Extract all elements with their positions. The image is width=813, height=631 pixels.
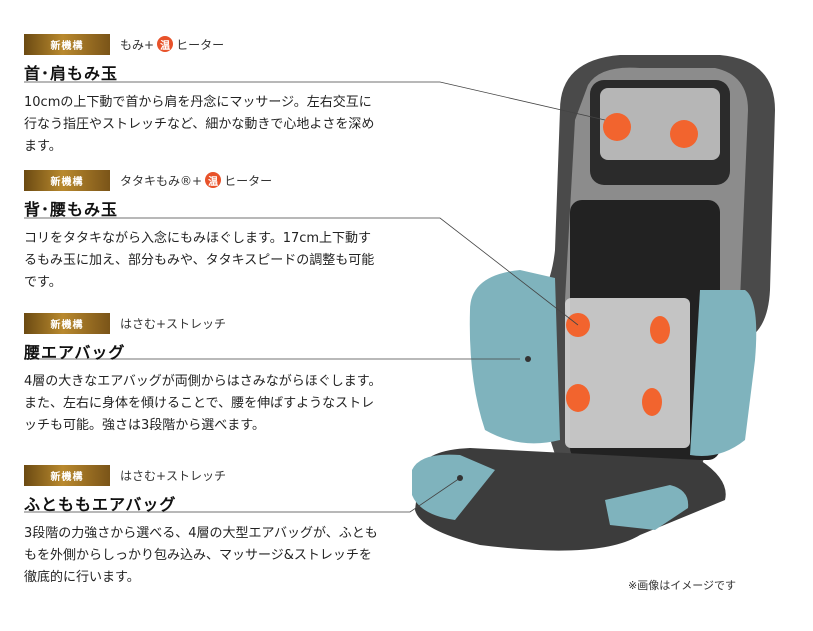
new-mechanism-badge: 新機構 <box>24 312 110 334</box>
new-mechanism-badge: 新機構 <box>24 464 110 486</box>
section-title: 腰エアバッグ <box>24 343 126 362</box>
feature-label: タタキもみ®+ 温 ヒーター <box>120 172 273 188</box>
section-title: 背･腰もみ玉 <box>24 200 119 219</box>
heat-icon: 温 <box>157 36 174 52</box>
new-mechanism-badge: 新機構 <box>24 33 110 55</box>
feature-label: もみ+ 温 ヒーター <box>120 36 225 52</box>
feature-label: はさむ+ストレッチ <box>120 316 227 331</box>
back-ball-2 <box>650 316 670 344</box>
section-description: 3段階の力強さから選べる、4層の大型エアバッグが、ふとももを外側からしっかり包み… <box>24 526 378 585</box>
neck-ball-right <box>670 120 698 148</box>
section-back-waist: 新機構 タタキもみ®+ 温 ヒーター 背･腰もみ玉 コリをタタキながら入念にもみ… <box>24 169 384 294</box>
thigh-airbag-right <box>605 485 689 530</box>
section-description: 4層の大きなエアバッグが両側からはさみながらほぐします。また、左右に身体を傾ける… <box>24 374 382 433</box>
back-ball-4 <box>642 388 662 416</box>
section-waist-airbag: 新機構 はさむ+ストレッチ 腰エアバッグ 4層の大きなエアバッグが両側からはさみ… <box>24 312 384 437</box>
section-title: ふとももエアバッグ <box>24 495 177 514</box>
section-description: 10cmの上下動で首から肩を丹念にマッサージ。左右交互に行なう指圧やストレッチな… <box>24 95 375 154</box>
image-note: ※画像はイメージです <box>628 579 736 592</box>
heat-icon: 温 <box>205 172 222 188</box>
neck-ball-left <box>603 113 631 141</box>
section-neck-shoulder: 新機構 もみ+ 温 ヒーター 首･肩もみ玉 10cmの上下動で首から肩を丹念にマ… <box>24 33 384 158</box>
leader-line-1 <box>24 81 606 121</box>
thigh-airbag-left <box>412 454 495 520</box>
waist-airbag-right <box>690 290 757 456</box>
section-title: 首･肩もみ玉 <box>24 64 119 83</box>
back-ball-3 <box>566 384 590 412</box>
leader-line-4 <box>24 477 461 513</box>
waist-airbag-left <box>469 270 560 444</box>
section-thigh-airbag: 新機構 はさむ+ストレッチ ふとももエアバッグ 3段階の力強さから選べる、4層の… <box>24 464 384 589</box>
leader-line-2 <box>24 217 579 326</box>
feature-label: はさむ+ストレッチ <box>120 468 227 483</box>
section-description: コリをタタキながら入念にもみほぐします。17cm上下動するもみ玉に加え、部分もみ… <box>24 231 375 290</box>
new-mechanism-badge: 新機構 <box>24 169 110 191</box>
